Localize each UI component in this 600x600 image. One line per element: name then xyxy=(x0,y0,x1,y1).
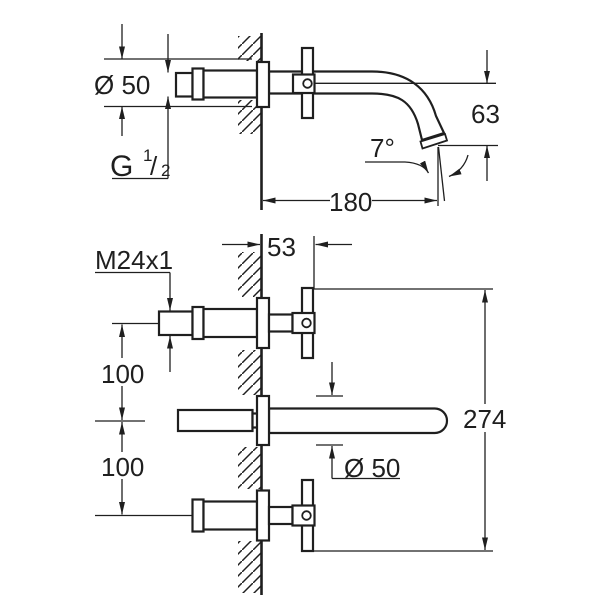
dim-label-100-upper: 100 xyxy=(101,359,144,389)
escutcheon-rosette xyxy=(255,296,271,350)
handle-spindle xyxy=(267,505,294,526)
escutcheon-rosette xyxy=(255,60,271,109)
dim-label-g-slash: / xyxy=(150,151,158,181)
mounting-collar xyxy=(191,67,205,101)
supply-pipe xyxy=(157,310,194,337)
wall-hatch xyxy=(238,252,262,297)
dim-handle-projection: 53 xyxy=(222,232,352,262)
side-view-drawing: Ø 50 G 1 / 2 63 7° xyxy=(94,24,500,217)
dim-rosette-diameter: Ø 50 xyxy=(94,24,150,136)
dim-label-180: 180 xyxy=(329,187,372,217)
dim-label-53: 53 xyxy=(267,232,296,262)
dim-label-g-denominator: 2 xyxy=(161,161,170,180)
dim-upper-spacing: 100 xyxy=(101,324,144,420)
angle-leader xyxy=(365,160,430,174)
dim-label-m24x1: M24x1 xyxy=(95,245,173,275)
dim-overall-height: 274 xyxy=(463,290,506,550)
mounting-collar xyxy=(191,305,205,341)
handle-screw xyxy=(301,317,312,329)
dim-supply-thread: G 1 / 2 xyxy=(110,34,171,183)
lower-valve xyxy=(191,478,316,553)
dim-label-rosette-diameter: Ø 50 xyxy=(94,70,150,100)
dim-label-dia50-front: Ø 50 xyxy=(344,453,400,483)
valve-body xyxy=(202,500,259,531)
handle-screw xyxy=(301,510,312,521)
dim-label-100-lower: 100 xyxy=(101,452,144,482)
angle-arc xyxy=(448,154,469,178)
spout-escutcheon xyxy=(255,394,271,447)
dim-label-274: 274 xyxy=(463,404,506,434)
installation-view-drawing: 53 M24x1 100 100 Ø 50 xyxy=(95,232,506,595)
handle-spindle xyxy=(267,313,294,333)
spout-body-behind-wall xyxy=(176,408,254,433)
dim-label-g-prefix: G xyxy=(110,150,133,183)
supply-pipe xyxy=(174,71,194,98)
dim-label-g-numerator: 1 xyxy=(143,146,152,165)
wall-hatch xyxy=(238,36,262,61)
dim-rosette-diameter-front: Ø 50 xyxy=(316,362,400,483)
valve-body xyxy=(202,307,259,339)
upper-valve xyxy=(157,286,316,360)
escutcheon-rosette xyxy=(255,489,271,542)
handle-screw xyxy=(302,78,313,89)
dim-spout-reach: 180 xyxy=(263,187,437,217)
dim-spout-angle: 7° xyxy=(365,133,469,206)
dim-label-63: 63 xyxy=(471,99,500,129)
dim-label-7deg: 7° xyxy=(370,133,395,163)
dim-connection-thread: M24x1 xyxy=(95,245,173,372)
spout-aerator-band xyxy=(419,132,449,150)
wall-hatch xyxy=(238,100,262,134)
dim-lower-spacing: 100 xyxy=(101,422,144,515)
wall-hatch xyxy=(238,447,262,489)
valve-body xyxy=(202,69,259,99)
wall-hatch xyxy=(238,350,262,395)
mounting-collar xyxy=(191,498,205,533)
dim-outlet-drop: 63 xyxy=(438,50,500,181)
tip-angle-line xyxy=(437,146,446,202)
wall-hatch xyxy=(238,541,262,593)
spout-plan-view xyxy=(267,407,449,435)
